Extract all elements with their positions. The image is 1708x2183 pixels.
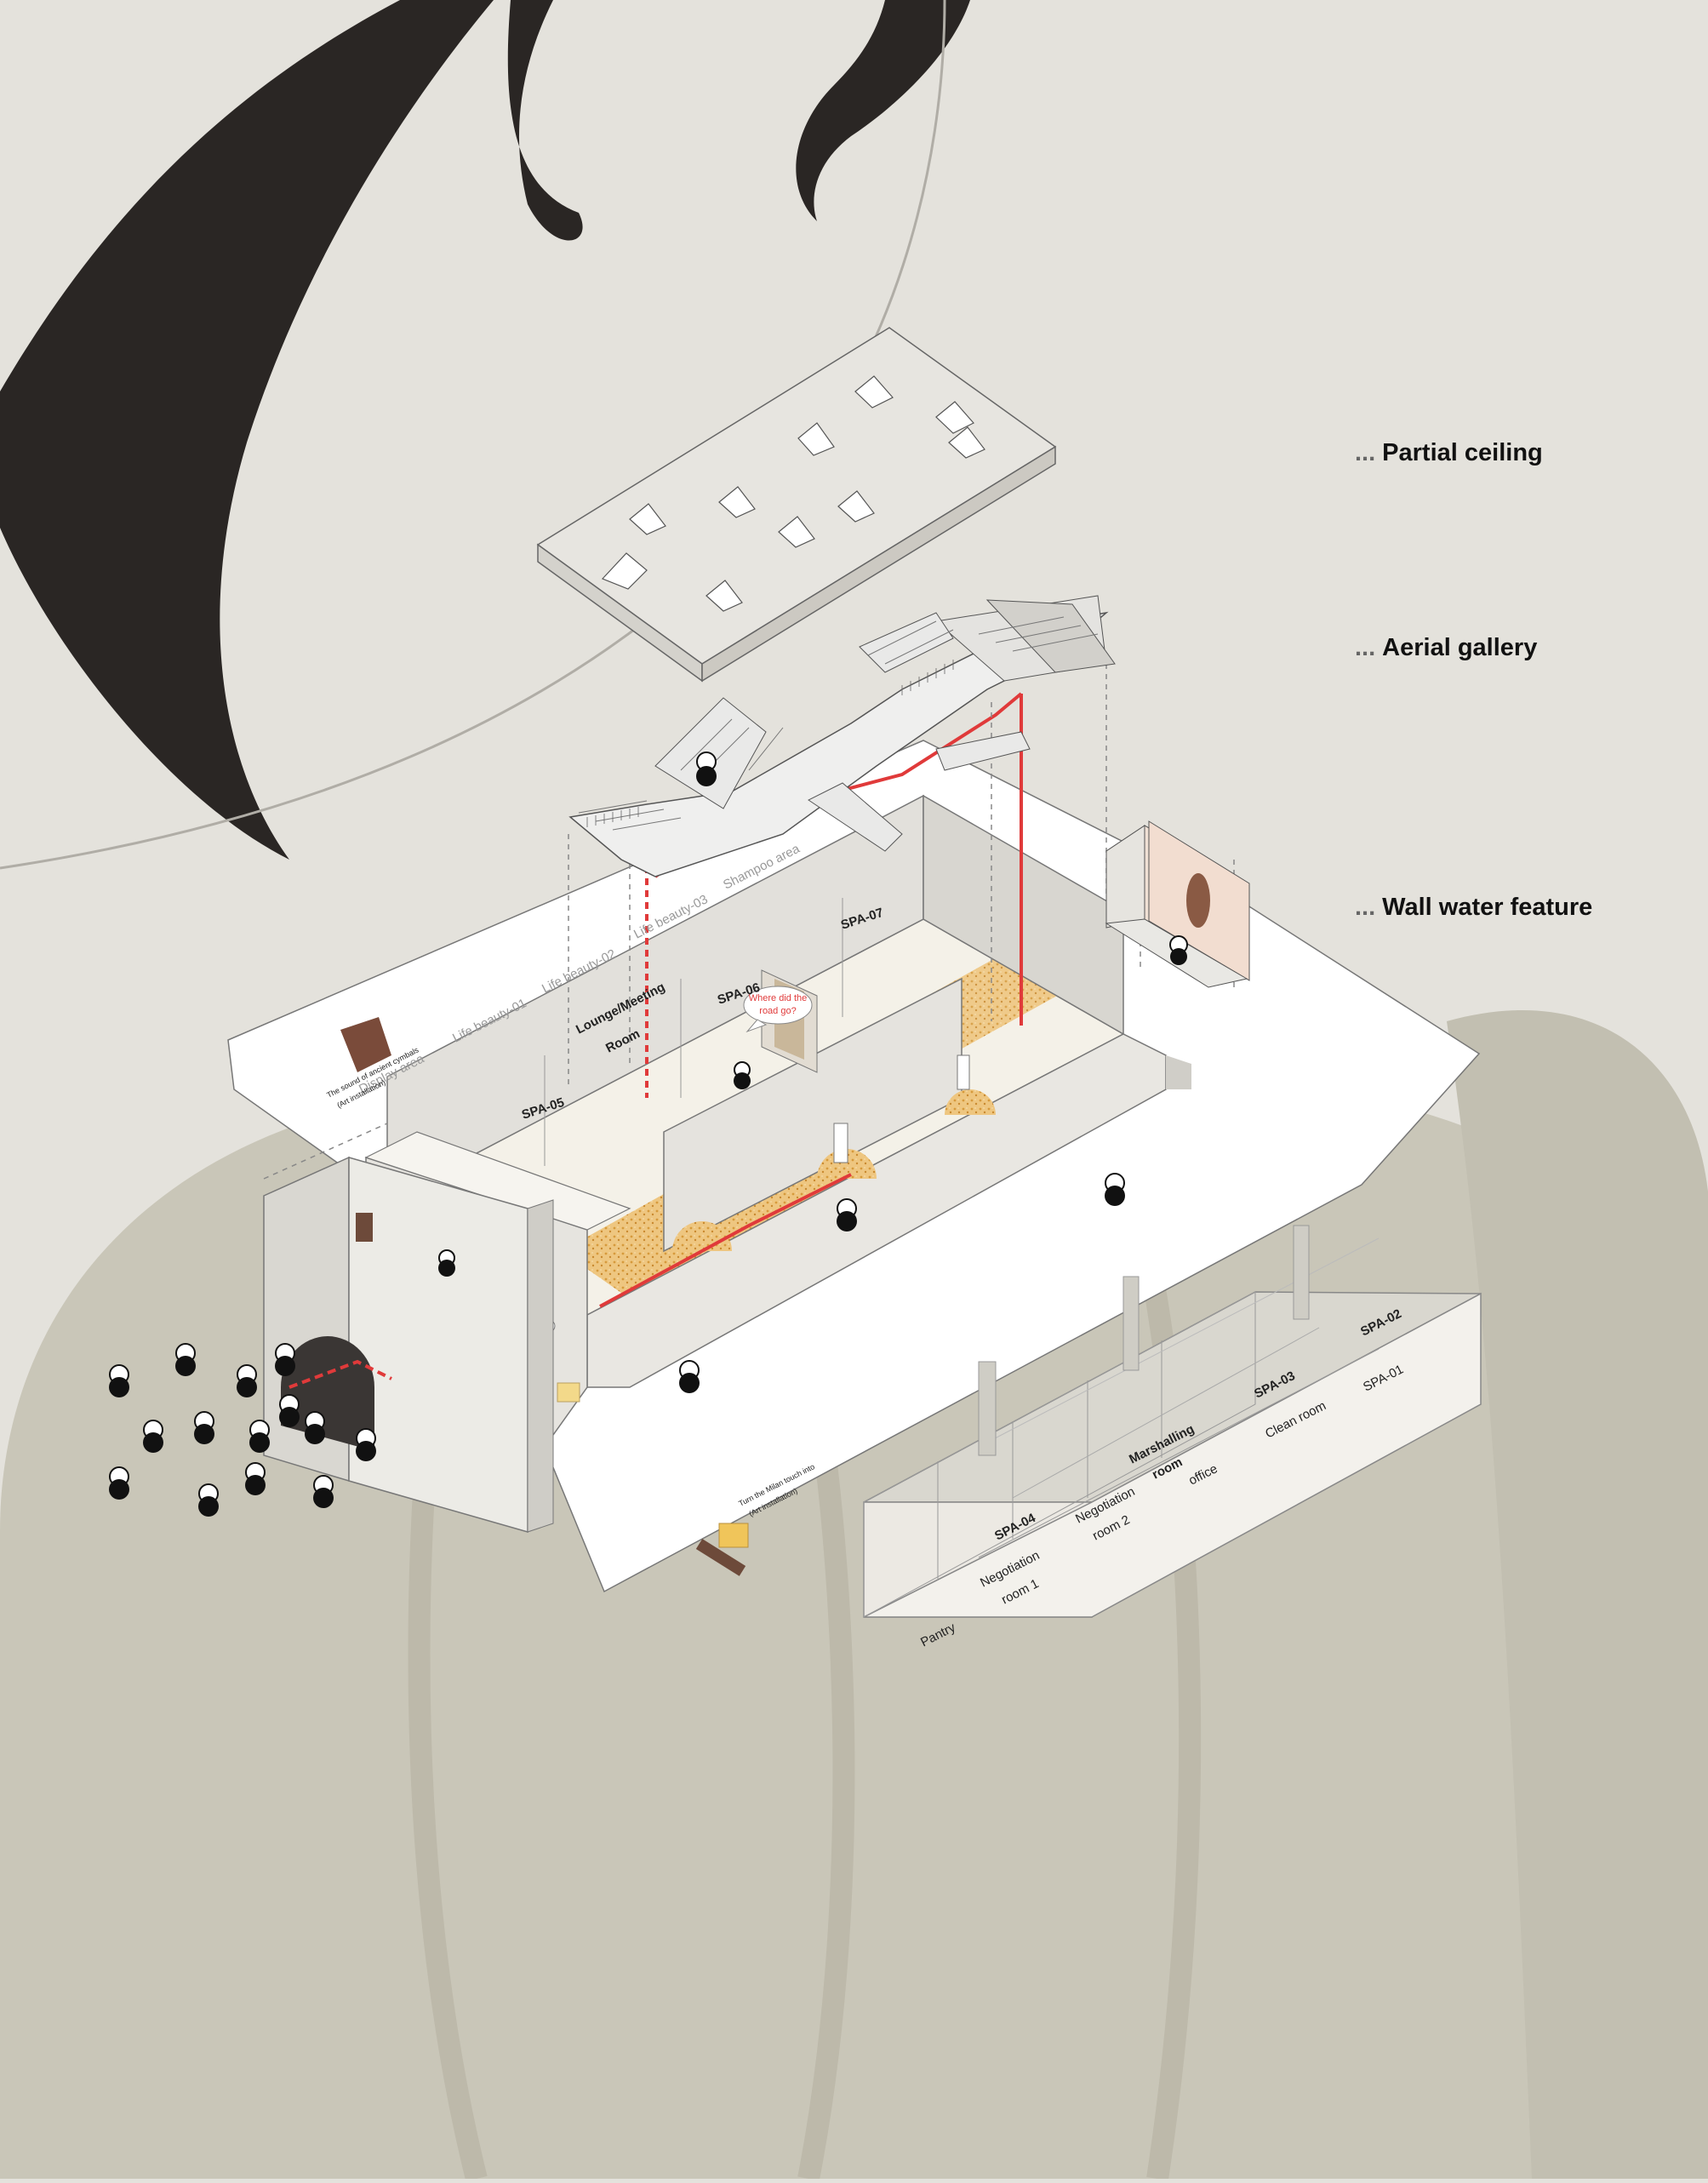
panda-icon (438, 1249, 455, 1277)
panda-icon (275, 1343, 295, 1376)
panda-icon (237, 1364, 257, 1397)
annex-block (863, 1225, 1482, 1618)
callout-aerial-gallery-text: Aerial gallery (1382, 634, 1538, 661)
panda-icon (679, 1360, 700, 1393)
partial-ceiling (536, 327, 1057, 683)
panda-icon (356, 1428, 376, 1461)
main-building (263, 794, 1191, 1576)
panda-icon (143, 1420, 163, 1453)
speech-line-2: road go? (759, 1006, 796, 1016)
panda-icon (1105, 1173, 1125, 1206)
panda-icon (1169, 935, 1188, 965)
panda-icon (837, 1198, 857, 1232)
panda-icon (696, 751, 717, 786)
callout-partial-ceiling: ...Partial ceiling (1355, 439, 1543, 466)
callout-aerial-gallery: ...Aerial gallery (1355, 634, 1538, 661)
callout-wall-water-feature: ...Wall water feature (1355, 894, 1593, 921)
panda-icon (109, 1364, 129, 1397)
pandas (109, 751, 1188, 1517)
panda-icon (249, 1420, 270, 1453)
speech-line-1: Where did the (749, 993, 807, 1003)
callout-wall-water-feature-text: Wall water feature (1382, 894, 1593, 921)
aerial-gallery (568, 595, 1116, 877)
panda-icon (313, 1475, 334, 1508)
panda-icon (109, 1466, 129, 1500)
panda-icon (194, 1411, 214, 1444)
callout-partial-ceiling-text: Partial ceiling (1382, 439, 1543, 466)
speech-bubble: Where did the road go? (743, 986, 813, 1033)
skylights (601, 375, 985, 612)
panda-icon (245, 1462, 266, 1495)
panda-icon (175, 1343, 196, 1376)
panda-icon (305, 1411, 325, 1444)
panda-icon (279, 1394, 300, 1427)
panda-icon (198, 1483, 219, 1517)
gallery-rail-ticks (586, 660, 954, 827)
panda-icon (734, 1061, 751, 1089)
